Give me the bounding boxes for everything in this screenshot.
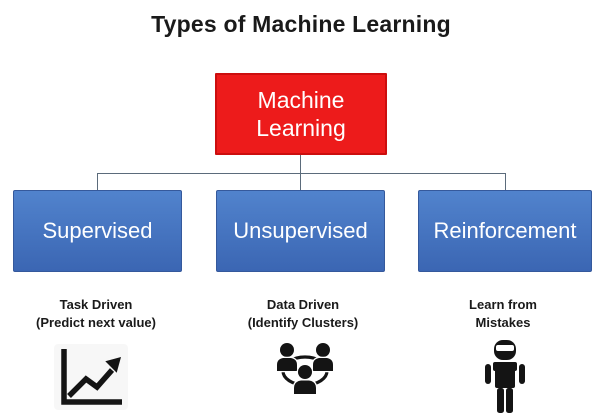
connector-drop-left [97, 173, 98, 191]
caption-supervised-line1: Task Driven [59, 297, 133, 312]
node-machine-learning: Machine Learning [215, 73, 387, 155]
node-supervised-label: Supervised [42, 218, 153, 243]
people-network-icon [272, 341, 338, 411]
node-reinforcement: Reinforcement [418, 190, 592, 272]
caption-reinforcement-line2: Mistakes [475, 314, 531, 330]
connector-root-stem [300, 155, 301, 173]
node-machine-learning-label: Machine Learning [256, 86, 346, 141]
caption-unsupervised-line1: Data Driven [266, 297, 340, 312]
node-reinforcement-label: Reinforcement [433, 218, 577, 243]
caption-reinforcement: Learn from Mistakes [413, 296, 593, 331]
caption-supervised: Task Driven (Predict next value) [6, 296, 186, 331]
line-chart-icon [54, 344, 128, 410]
connector-horizontal-bar [97, 173, 505, 174]
node-unsupervised-label: Unsupervised [233, 218, 368, 243]
caption-unsupervised: Data Driven (Identify Clusters) [213, 296, 393, 331]
node-unsupervised: Unsupervised [216, 190, 385, 272]
connector-drop-right [505, 173, 506, 190]
connector-drop-center [300, 173, 301, 190]
diagram-title: Types of Machine Learning [151, 11, 451, 37]
caption-supervised-line2: (Predict next value) [36, 314, 156, 330]
robot-icon [484, 340, 526, 413]
caption-reinforcement-line1: Learn from [469, 297, 537, 312]
caption-unsupervised-line2: (Identify Clusters) [247, 314, 359, 330]
node-supervised: Supervised [13, 190, 182, 272]
